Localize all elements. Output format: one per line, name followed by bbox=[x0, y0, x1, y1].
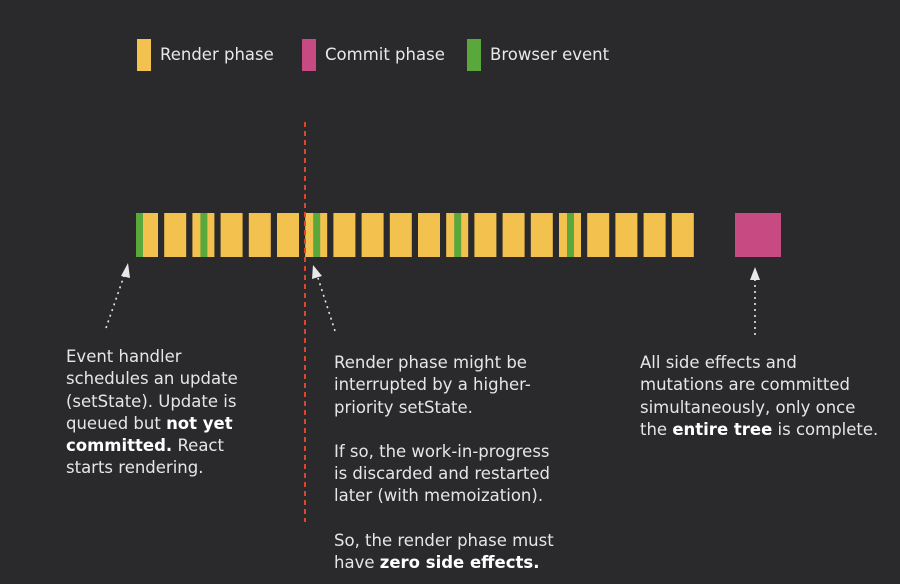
legend-label-browser-event: Browser event bbox=[490, 45, 610, 64]
render-segment bbox=[418, 213, 440, 257]
browser-event-marker bbox=[200, 213, 208, 257]
render-segment bbox=[587, 213, 610, 257]
render-segment-with-event bbox=[446, 213, 469, 257]
note-line: If so, the work-in-progress bbox=[334, 441, 550, 461]
render-segment-with-event bbox=[559, 213, 581, 257]
interrupt-arrow bbox=[312, 265, 336, 332]
render-segment bbox=[643, 213, 666, 257]
note-line: priority setState. bbox=[334, 397, 473, 417]
render-segment bbox=[474, 213, 497, 257]
note-line: the entire tree is complete. bbox=[640, 419, 879, 439]
note-line: simultaneously, only once bbox=[640, 397, 856, 417]
browser-event-marker bbox=[567, 213, 574, 257]
browser-event-swatch bbox=[467, 39, 481, 71]
note-line: Render phase might be bbox=[334, 353, 527, 372]
note-line: committed. React bbox=[66, 436, 224, 456]
render-segment bbox=[502, 213, 525, 257]
note-line: have zero side effects. bbox=[334, 553, 540, 573]
commit-note: All side effects and mutations are commi… bbox=[640, 352, 878, 441]
render-segment-with-event bbox=[136, 213, 158, 257]
render-segment bbox=[389, 213, 412, 257]
legend-label-commit-phase: Commit phase bbox=[325, 45, 445, 64]
event-arrow bbox=[105, 263, 130, 329]
browser-event-marker bbox=[313, 213, 321, 257]
render-segment bbox=[277, 213, 299, 257]
event-handler-note: Event handler schedules an update (setSt… bbox=[66, 346, 238, 480]
commit-arrow bbox=[750, 267, 760, 335]
render-segment bbox=[361, 213, 384, 257]
note-line: starts rendering. bbox=[66, 458, 204, 478]
note-line: queued but not yet bbox=[66, 413, 233, 433]
note-line: So, the render phase must bbox=[334, 530, 554, 550]
commit-phase-swatch bbox=[302, 39, 316, 71]
note-line: All side effects and bbox=[640, 353, 797, 372]
render-segment-with-event bbox=[192, 213, 215, 257]
timeline-segments bbox=[136, 213, 781, 257]
render-segment bbox=[671, 213, 694, 257]
note-line: mutations are committed bbox=[640, 375, 850, 395]
render-segment bbox=[220, 213, 243, 257]
note-line: Event handler bbox=[66, 347, 182, 366]
render-segment-with-event bbox=[305, 213, 328, 257]
render-phase-swatch bbox=[137, 39, 151, 71]
render-segment bbox=[248, 213, 271, 257]
browser-event-marker bbox=[136, 213, 143, 257]
render-segment bbox=[333, 213, 356, 257]
browser-event-marker bbox=[454, 213, 462, 257]
render-segment bbox=[615, 213, 638, 257]
note-line: schedules an update bbox=[66, 369, 238, 389]
note-line: is discarded and restarted bbox=[334, 464, 551, 484]
commit-phase-block bbox=[735, 213, 781, 257]
note-line: later (with memoization). bbox=[334, 486, 544, 506]
note-line: interrupted by a higher- bbox=[334, 375, 531, 395]
render-segment bbox=[164, 213, 187, 257]
render-interrupt-note: Render phase might be interrupted by a h… bbox=[334, 352, 554, 574]
legend-label-render-phase: Render phase bbox=[160, 45, 274, 64]
render-segment bbox=[530, 213, 553, 257]
note-line: (setState). Update is bbox=[66, 391, 237, 411]
